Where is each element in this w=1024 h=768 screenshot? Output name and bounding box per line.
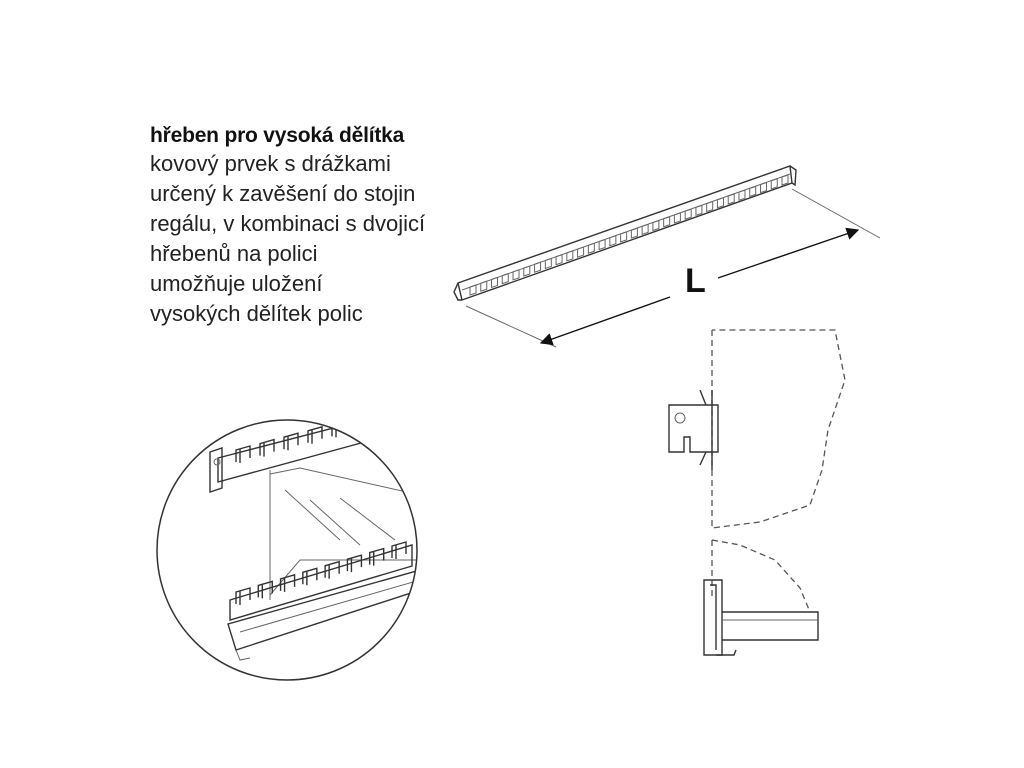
upper-comb-end (209, 447, 223, 493)
comb-tooth (257, 580, 273, 599)
rail-slot (630, 227, 638, 239)
rail-slot (781, 174, 789, 186)
rail-slot (620, 231, 628, 243)
comb-rail-slots (469, 174, 789, 296)
glass-divider (269, 467, 417, 596)
shelf-lip (235, 649, 251, 661)
comb-tooth (307, 425, 323, 444)
comb-tooth (369, 547, 385, 566)
comb-section-inner (710, 584, 717, 650)
product-description: hřeben pro vysoká dělítka kovový prvek s… (150, 122, 490, 329)
glass-reflection-1 (284, 489, 341, 541)
rail-slot (706, 200, 714, 213)
dimension-arrow-left (539, 296, 671, 346)
comb-tooth (346, 554, 363, 573)
detail-circle (156, 419, 418, 681)
side-view (668, 329, 846, 656)
description-line-6: vysokých dělítek polic (150, 301, 363, 326)
rail-slot (716, 197, 724, 209)
rail-slot (566, 250, 574, 262)
hanging-bracket (668, 404, 719, 453)
comb-section (703, 579, 723, 656)
comb-tooth (235, 587, 251, 605)
detail-content (209, 420, 417, 661)
rail-slot (652, 219, 660, 232)
rail-slot (641, 223, 649, 236)
rail-slot (770, 178, 778, 190)
rail-slot (695, 204, 703, 217)
rail-slot (512, 269, 520, 281)
detail-circle-outline (156, 419, 418, 681)
extension-line-right (791, 188, 881, 239)
rail-slot (673, 212, 681, 224)
comb-tooth (235, 445, 251, 463)
dimension-arrow-right (717, 227, 860, 279)
rail-slot (759, 181, 767, 194)
upright-outline-lower (711, 539, 811, 613)
comb-rail-end-right (789, 165, 797, 187)
product-title: hřeben pro vysoká dělítka (150, 124, 405, 147)
comb-tooth (283, 432, 299, 451)
bracket-hook-top (699, 389, 707, 406)
comb-tooth (302, 567, 318, 586)
description-line-3: regálu, v kombinaci s dvojicí (150, 211, 426, 236)
dimension-l (465, 188, 881, 348)
dimension-label: L (685, 262, 706, 300)
description-line-2: určený k zavěšení do stojin (150, 181, 416, 206)
comb-tooth (324, 560, 340, 579)
shelf-section-lip (716, 649, 737, 656)
glass-reflection-2 (309, 499, 361, 546)
rail-slot (501, 272, 509, 285)
rail-slot (749, 185, 757, 198)
rail-slot (491, 276, 499, 289)
comb-rail (453, 165, 797, 301)
upper-comb-hole (213, 458, 221, 466)
rail-slot (523, 265, 531, 277)
rail-slot (555, 253, 563, 266)
shelf-edge-line (239, 579, 417, 633)
glass-reflection-3 (339, 497, 396, 541)
description-line-4: hřebenů na polici (150, 241, 318, 266)
rail-slot (598, 238, 606, 251)
rail-slot (684, 208, 692, 220)
comb-tooth (391, 541, 407, 559)
extension-line-left (465, 305, 557, 348)
bracket-hook-bottom (699, 451, 707, 466)
rail-slot (587, 242, 595, 254)
bracket-hole (674, 412, 686, 424)
description-line-1: kovový prvek s drážkami (150, 151, 391, 176)
rail-slot (738, 189, 746, 201)
comb-tooth (259, 438, 275, 457)
comb-rail-end-left (453, 282, 462, 301)
rail-slot (534, 261, 542, 273)
upright-outline-upper (711, 329, 846, 529)
description-line-5: umožňuje uložení (150, 271, 323, 296)
comb-tooth (279, 573, 296, 592)
rail-slot (544, 257, 552, 270)
shelf (227, 569, 417, 651)
rail-slot (663, 216, 671, 228)
rail-slot (577, 246, 585, 258)
rail-slot (609, 234, 617, 247)
comb-tooth (355, 420, 371, 431)
rail-slot (469, 284, 477, 296)
rail-slot (727, 193, 735, 205)
lower-comb-teeth (235, 541, 407, 605)
rail-slot (480, 280, 488, 292)
shelf-section (722, 611, 819, 641)
